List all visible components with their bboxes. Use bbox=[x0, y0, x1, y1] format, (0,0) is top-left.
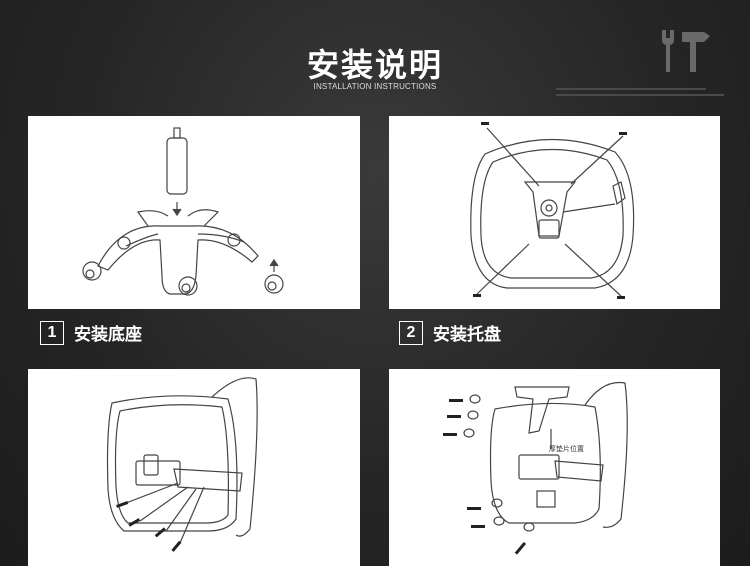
panel-install-base bbox=[28, 116, 360, 309]
tools-icon bbox=[662, 30, 710, 72]
thick-washer-label: 厚垫片位置 bbox=[549, 444, 584, 453]
panel-install-backrest bbox=[28, 369, 360, 566]
step-2-label: 安装托盘 bbox=[433, 325, 501, 345]
page-title: 安装说明 bbox=[306, 46, 443, 84]
tray-diagram bbox=[470, 122, 635, 299]
step-1: 1 安装底座 bbox=[40, 320, 142, 345]
page-subtitle: INSTALLATION INSTRUCTIONS bbox=[313, 82, 437, 91]
base-diagram bbox=[82, 127, 284, 296]
decorative-caption bbox=[556, 88, 724, 96]
panel-install-tray bbox=[389, 116, 720, 309]
step-2: 2 安装托盘 bbox=[399, 320, 501, 345]
step-1-label: 安装底座 bbox=[74, 325, 142, 345]
step-2-number: 2 bbox=[399, 320, 423, 345]
step-1-number: 1 bbox=[40, 320, 64, 345]
backrest-diagram bbox=[106, 377, 258, 552]
wrench-icon bbox=[662, 30, 674, 72]
armrest-diagram: 厚垫片位置 bbox=[443, 381, 628, 555]
panel-install-armrest: 厚垫片位置 bbox=[389, 369, 720, 566]
hammer-icon bbox=[682, 32, 710, 72]
